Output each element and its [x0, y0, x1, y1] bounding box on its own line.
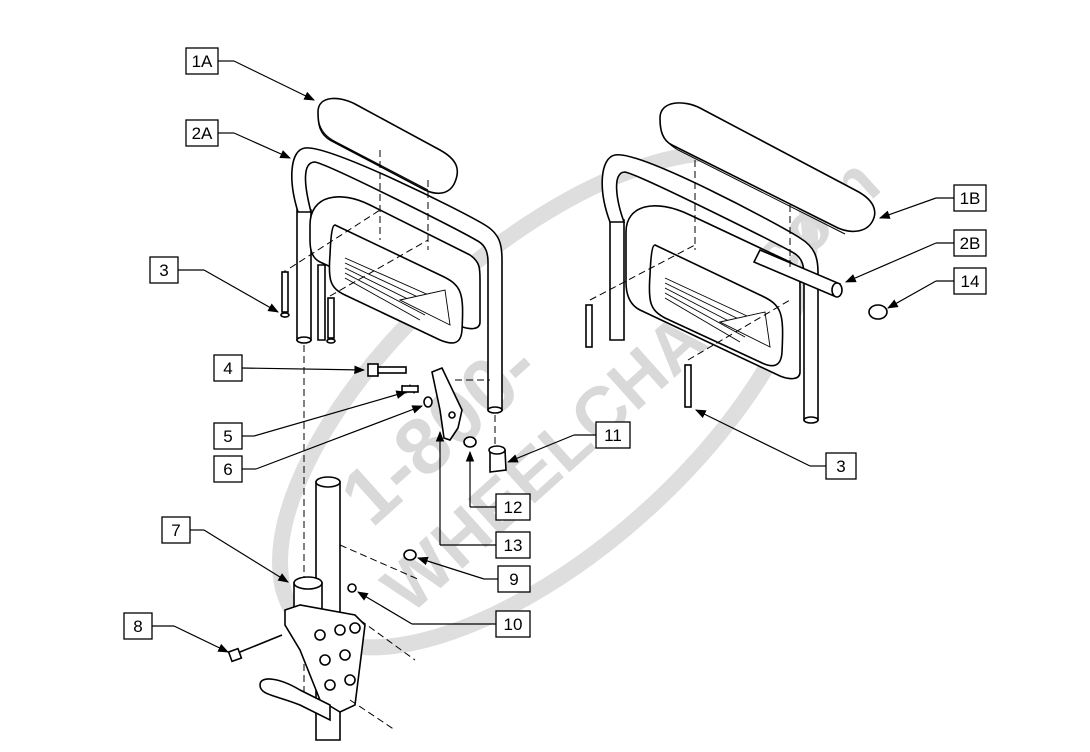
callout-2b: 2B: [845, 229, 987, 283]
right-screws: [585, 160, 791, 408]
callout-12-label: 12: [504, 498, 523, 517]
callout-1a-label: 1A: [192, 52, 213, 71]
callout-14-label: 14: [961, 272, 980, 291]
callout-3-left: 3: [149, 256, 279, 313]
callout-6-label: 6: [223, 460, 232, 479]
right-arm-frame: [601, 154, 819, 424]
right-armpad: [659, 102, 876, 235]
callout-13-label: 13: [504, 536, 523, 555]
callout-7-label: 7: [171, 521, 180, 540]
callout-13: 13: [435, 430, 531, 559]
cap-14: [868, 304, 888, 320]
right-reflector-hatching: [664, 277, 771, 348]
callout-3-right-label: 3: [836, 457, 845, 476]
callout-2b-label: 2B: [960, 234, 981, 253]
callout-12: 12: [465, 450, 531, 521]
callout-4: 4: [213, 354, 366, 382]
callout-5: 5: [213, 390, 408, 450]
bolt-4: [367, 363, 407, 377]
callout-11-label: 11: [604, 426, 622, 445]
washer-6: [423, 396, 433, 408]
left-assembly-lines: [289, 150, 496, 700]
callout-6: 6: [213, 405, 424, 483]
callout-3-left-label: 3: [159, 261, 168, 280]
callout-2a: 2A: [185, 119, 291, 159]
left-screws: [280, 270, 336, 344]
callout-11: 11: [507, 421, 631, 463]
callout-2a-label: 2A: [192, 124, 213, 143]
callout-5-label: 5: [223, 427, 232, 446]
callout-8-label: 8: [133, 617, 142, 636]
left-arm-frame: [291, 147, 503, 414]
callout-1a: 1A: [185, 47, 315, 101]
nut-9: [403, 549, 417, 561]
callout-9: 9: [416, 556, 531, 593]
callout-9-label: 9: [509, 570, 518, 589]
washer-10: [347, 583, 357, 593]
callout-10-label: 10: [504, 615, 523, 634]
callout-1b: 1B: [878, 184, 987, 219]
left-armpad: [317, 97, 459, 195]
callout-14: 14: [887, 267, 987, 309]
receiver-11: [488, 445, 507, 473]
left-reflector-hatching: [344, 257, 451, 326]
callout-8: 8: [123, 612, 229, 653]
callout-1b-label: 1B: [960, 189, 981, 208]
lower-bracket: [227, 476, 421, 741]
lever-13: [431, 366, 463, 441]
tube-2b: [752, 248, 843, 298]
callout-10: 10: [357, 591, 531, 638]
callout-3-right: 3: [695, 409, 857, 480]
callout-4-label: 4: [223, 359, 232, 378]
nut-12: [463, 436, 477, 448]
callout-7: 7: [161, 516, 289, 583]
spring-5: [401, 383, 419, 395]
